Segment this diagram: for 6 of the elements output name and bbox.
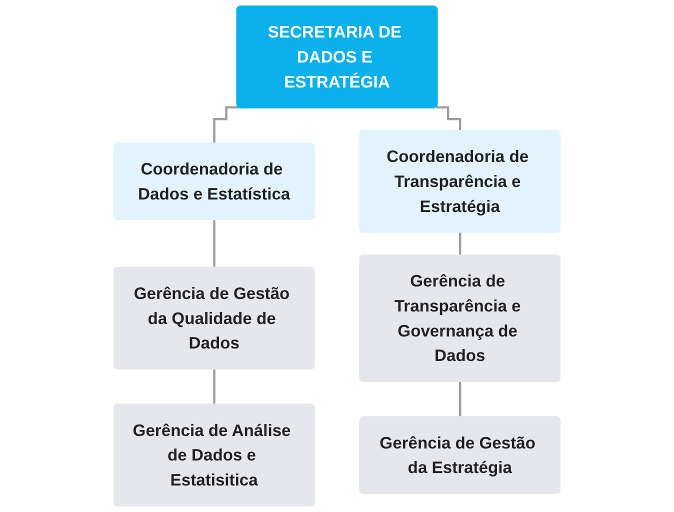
connector: [436, 106, 462, 132]
connector: [213, 368, 216, 406]
connector: [458, 380, 462, 418]
connector: [458, 232, 462, 256]
connector: [213, 219, 216, 269]
connector: [213, 106, 238, 144]
